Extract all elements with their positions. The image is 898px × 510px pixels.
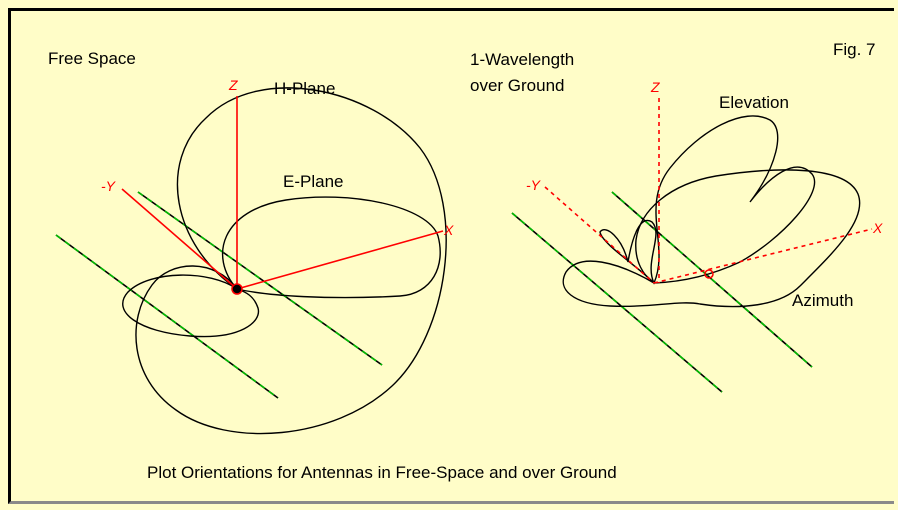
over-ground-y-axis <box>544 186 655 284</box>
free-space-title: Free Space <box>48 49 136 68</box>
ground-line-1 <box>511 212 723 393</box>
e-plane-label: E-Plane <box>283 172 343 191</box>
free-space-x-label: X <box>443 222 454 238</box>
free-space-y-axis <box>121 188 238 290</box>
over-ground-title-line2: over Ground <box>470 76 565 95</box>
figure-frame <box>8 8 894 504</box>
azimuth-pattern <box>562 169 861 308</box>
free-space-ground-line-1 <box>55 234 279 399</box>
elevation-pattern <box>599 115 816 285</box>
over-ground-title-line1: 1-Wavelength <box>470 50 574 69</box>
h-plane-pattern <box>135 87 447 435</box>
free-space-x-axis <box>236 230 444 290</box>
free-space-back-lobe <box>122 274 260 338</box>
e-plane-pattern <box>221 196 441 299</box>
ground-line-2 <box>611 191 813 368</box>
elevation-label: Elevation <box>719 93 789 112</box>
over-ground-z-label: Z <box>650 79 660 95</box>
free-space-origin <box>231 283 243 295</box>
free-space-ground-line-2 <box>137 191 383 366</box>
over-ground-feed-point <box>704 269 714 279</box>
over-ground-y-label: -Y <box>526 177 542 193</box>
figure-caption: Plot Orientations for Antennas in Free-S… <box>147 463 617 482</box>
azimuth-label: Azimuth <box>792 291 853 310</box>
over-ground-x-label: X <box>872 220 883 236</box>
figure-number: Fig. 7 <box>833 40 876 59</box>
free-space-y-label: -Y <box>101 178 117 194</box>
over-ground-panel: Z -Y X 1-Wavelength over Ground Elevatio… <box>470 50 883 393</box>
free-space-panel: Z -Y X Free Space H-Plane E-Plane <box>48 49 454 435</box>
h-plane-label: H-Plane <box>274 79 335 98</box>
free-space-z-label: Z <box>228 77 238 93</box>
over-ground-x-axis <box>653 228 873 284</box>
